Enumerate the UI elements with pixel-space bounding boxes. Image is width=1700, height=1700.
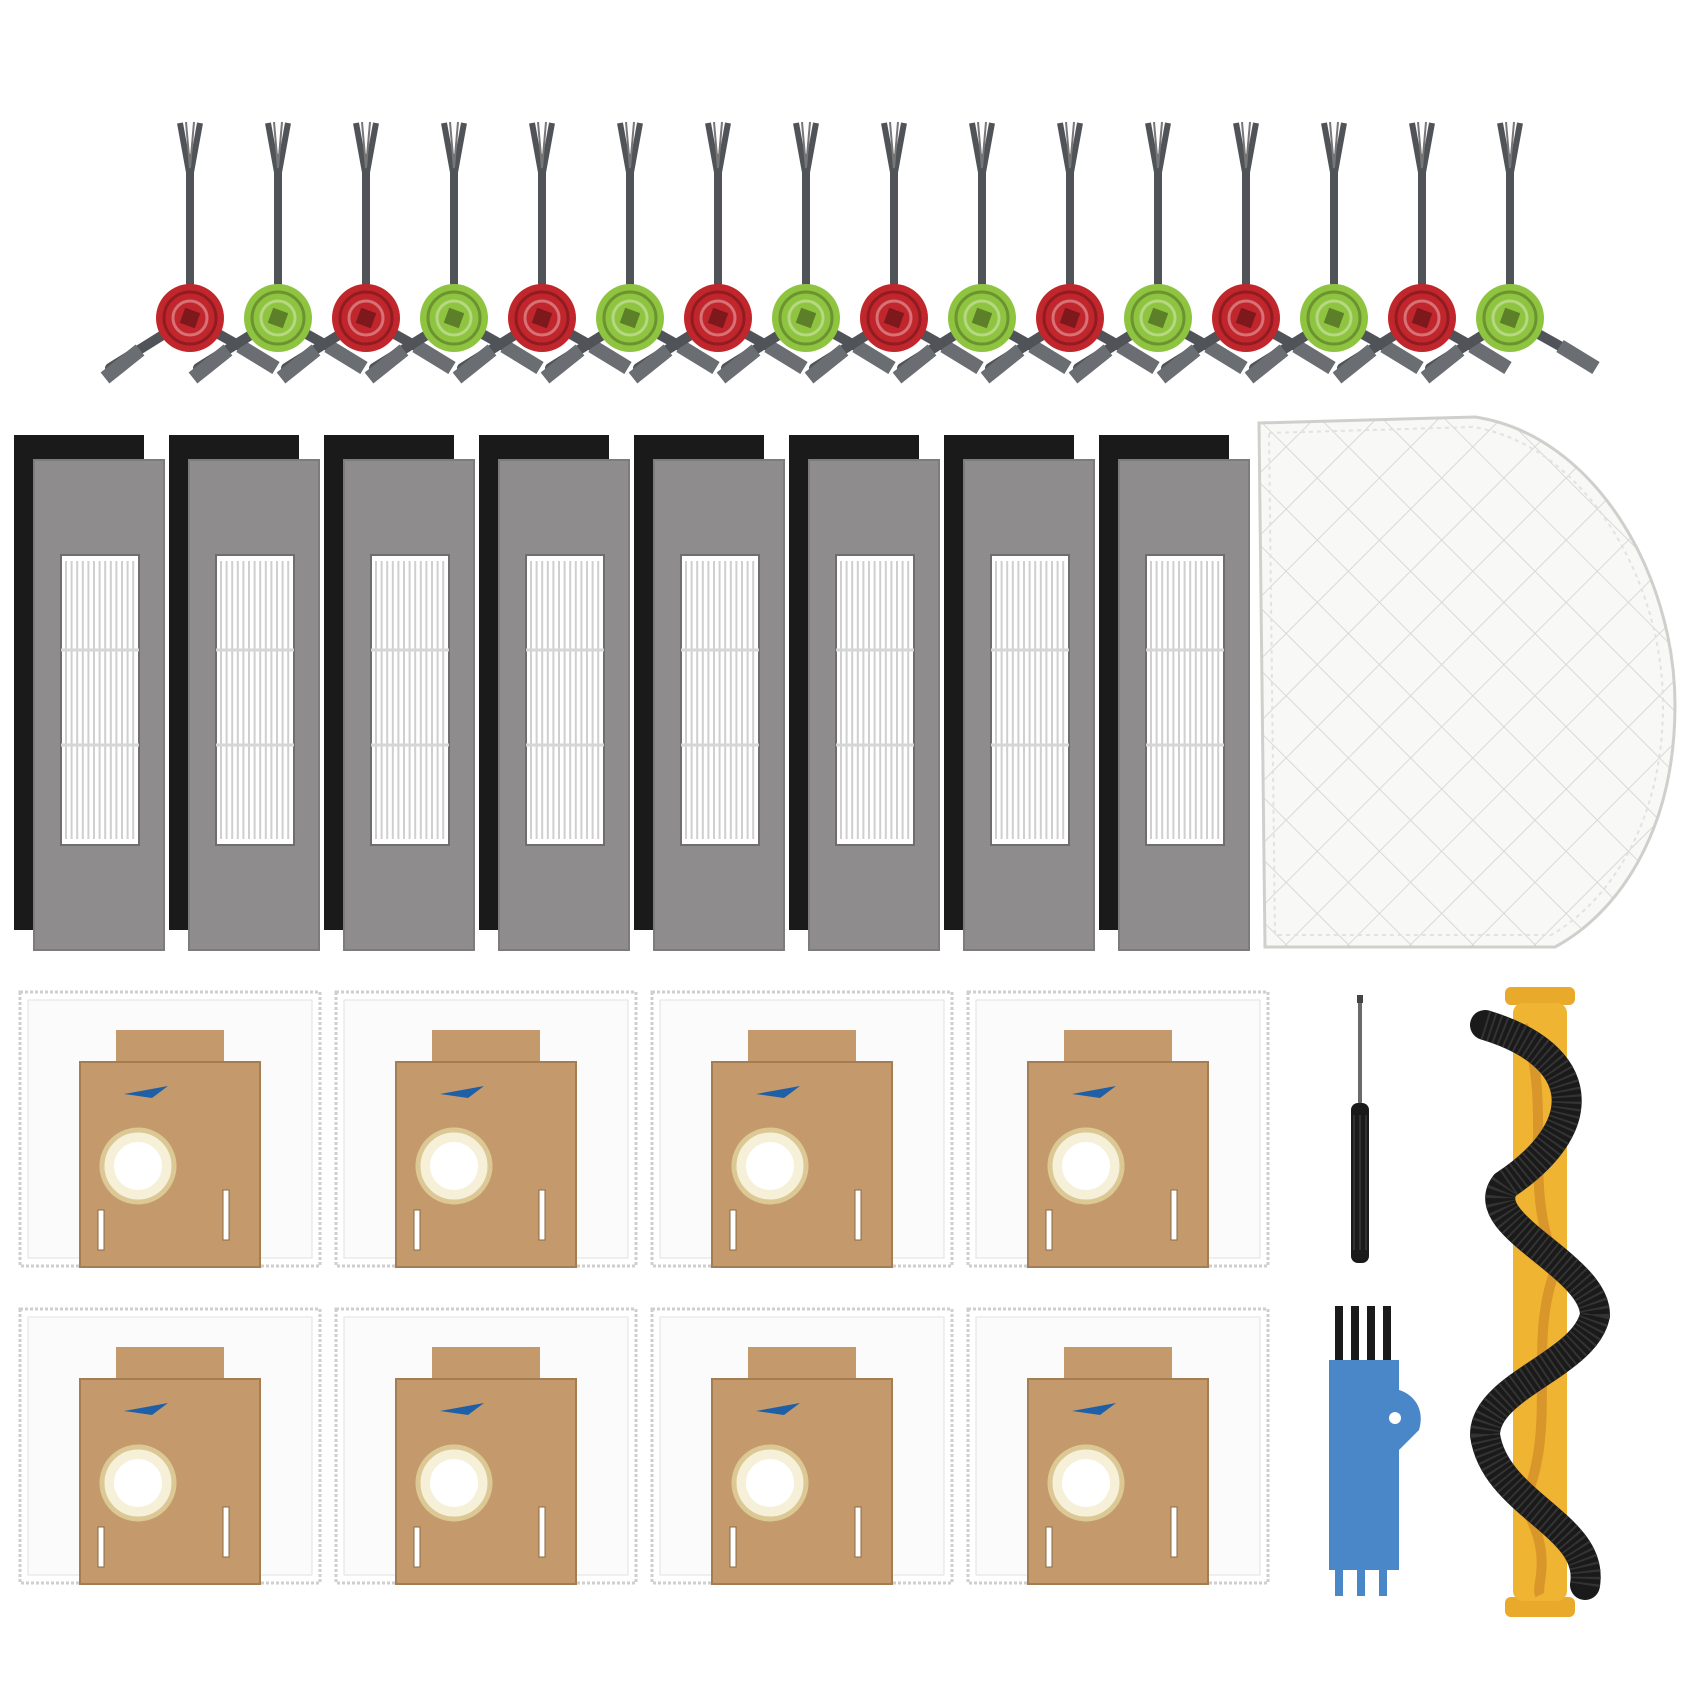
hepa-filter (634, 435, 789, 955)
mop-pad (1255, 415, 1680, 950)
side-brush (804, 118, 984, 408)
side-brush (540, 118, 720, 408)
dust-bag (650, 990, 955, 1270)
hepa-filter (14, 435, 169, 955)
side-brush (364, 118, 544, 408)
side-brush (892, 118, 1072, 408)
main-roller-brush (1465, 985, 1615, 1620)
side-brush (1068, 118, 1248, 408)
dust-bag (334, 1307, 639, 1587)
side-brush (1420, 118, 1600, 408)
hepa-filter (479, 435, 634, 955)
hepa-filter (169, 435, 324, 955)
dust-bag (18, 990, 323, 1270)
hepa-filter (1099, 435, 1254, 955)
side-brush (716, 118, 896, 408)
dust-bag (650, 1307, 955, 1587)
dust-bag (966, 1307, 1271, 1587)
side-brush (1156, 118, 1336, 408)
side-brush (628, 118, 808, 408)
hepa-filter (944, 435, 1099, 955)
dust-bag (334, 990, 639, 1270)
side-brush (100, 118, 280, 408)
side-brush (452, 118, 632, 408)
dust-bag (966, 990, 1271, 1270)
hepa-filter (324, 435, 479, 955)
side-brush (1332, 118, 1512, 408)
side-brush (188, 118, 368, 408)
hepa-filter (789, 435, 944, 955)
dust-bag (18, 1307, 323, 1587)
side-brush (980, 118, 1160, 408)
screwdriver (1340, 995, 1380, 1270)
cleaning-tool (1315, 1300, 1435, 1600)
side-brush (276, 118, 456, 408)
side-brush (1244, 118, 1424, 408)
